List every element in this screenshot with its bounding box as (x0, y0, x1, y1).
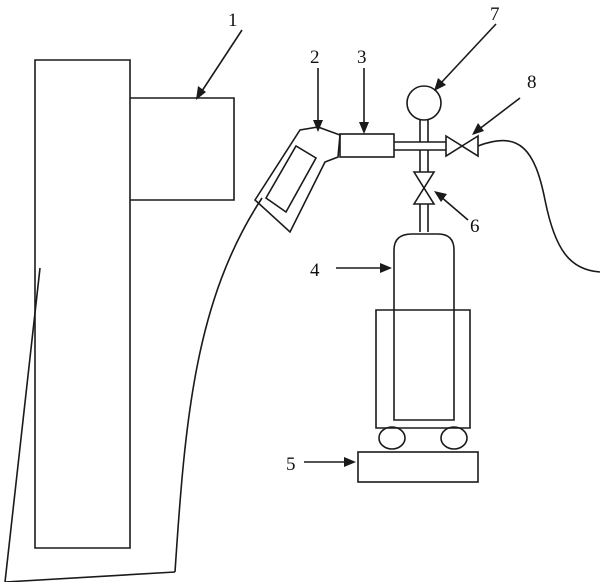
valve-8-right (460, 134, 479, 158)
gauge-dial (406, 85, 442, 121)
label-4: 4 (310, 260, 320, 281)
cylinder-cart (375, 309, 471, 450)
base-bottom (4, 571, 176, 582)
cart-wheel-right (440, 426, 468, 450)
arrow-4-head (380, 263, 392, 273)
arrow-1 (199, 29, 243, 95)
component-6-valve (412, 171, 436, 205)
label-6: 6 (470, 216, 480, 237)
arrow-8 (477, 97, 521, 131)
component-3-connector (339, 133, 395, 158)
component-4-cylinder (393, 233, 455, 421)
arrow-6 (439, 195, 469, 221)
component-7-gauge (406, 85, 442, 142)
label-1: 1 (228, 10, 238, 31)
body-rect (34, 59, 131, 549)
cart-frame (375, 309, 471, 429)
component-8-valve (445, 134, 479, 158)
leader-arrows (196, 23, 521, 467)
arrow-7-head (434, 78, 446, 91)
valve-6-top (412, 171, 436, 190)
label-8: 8 (527, 72, 537, 93)
arrow-5-head (344, 457, 356, 467)
side-box (130, 97, 235, 201)
component-5-scale (357, 451, 479, 483)
base-slope-left (4, 267, 41, 582)
arrow-8-head (472, 123, 484, 135)
hose-right (477, 140, 601, 273)
arrow-2-head (313, 120, 323, 132)
arrow-1-head (196, 86, 206, 100)
label-2: 2 (310, 47, 320, 68)
nozzle-outer (253, 126, 341, 234)
valve-8-left (445, 134, 464, 158)
vertical-pipe-upper (419, 150, 429, 172)
hose-left (174, 197, 263, 573)
gauge-stem (419, 120, 429, 142)
cylinder-shell (393, 233, 455, 421)
valve-6-bottom (412, 186, 436, 205)
arrow-6-head (434, 191, 447, 202)
main-pipe (394, 141, 446, 151)
vertical-pipe-lower (419, 204, 429, 232)
arrow-3-head (359, 122, 369, 134)
label-7: 7 (490, 4, 500, 25)
nozzle-window (264, 144, 318, 214)
arrow-7 (439, 23, 497, 85)
label-5: 5 (286, 454, 296, 475)
component-2-nozzle (253, 126, 341, 234)
cart-wheel-left (378, 426, 406, 450)
label-3: 3 (357, 47, 367, 68)
component-1-body (4, 59, 235, 582)
